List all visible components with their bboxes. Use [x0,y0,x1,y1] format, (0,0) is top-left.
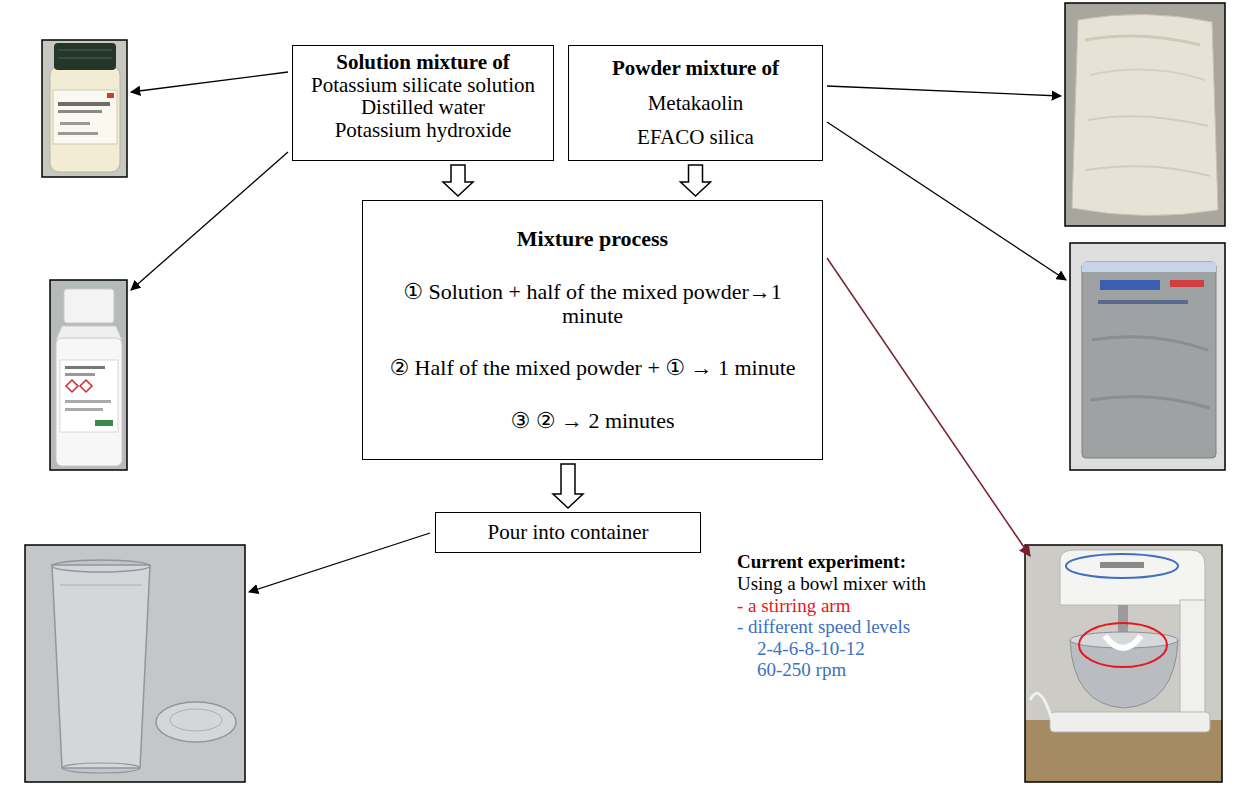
leader-line [131,152,288,290]
note-text: 2-4-6-8-10-12 [757,639,865,660]
box-text: Potassium silicate solution [311,74,535,97]
cup-rim [52,560,150,572]
photo-ground [1025,545,1222,782]
silicate-bottle-photo [42,40,127,177]
photo-frame [1065,3,1225,226]
hazard-pictogram [66,380,78,392]
photo-frame [1025,545,1222,782]
cup-line [60,585,142,586]
highlight-ellipse [1066,554,1178,578]
bottle-label [60,360,118,432]
lid-ring [170,709,222,731]
box-heading: Solution mixture of [336,51,509,74]
photo-ground [1065,3,1225,226]
bottle-body [50,66,120,172]
label-mark [95,420,113,426]
photo-ground [25,545,245,782]
label-line [65,408,103,411]
box-text: Distilled water [361,96,485,119]
photo-ground [50,280,127,470]
leader-line [827,258,1030,556]
powder-bag [1072,14,1218,215]
box-text: ① Solution + half of the mixed powder→1 … [371,280,814,328]
bag-wrinkle [1088,116,1208,126]
label-line [58,132,98,135]
label-line [65,373,95,376]
output-box: Pour into container [435,512,701,553]
hazard-pictogram [80,380,92,392]
mixer-column [1180,600,1205,720]
photo-ground [42,40,127,177]
box-heading: Powder mixture of [612,57,779,80]
leader-line [249,533,430,592]
zip-seal [1082,262,1216,272]
process-box: Mixture process ① Solution + half of the … [362,200,823,460]
power-cord [1030,693,1052,720]
leader-line [131,72,288,92]
container-photo [25,545,245,782]
box-text: ③ ② → 2 minutes [510,409,674,433]
bottle-label [53,90,117,144]
note-heading: Current experiment: [737,552,906,573]
note-text: - different speed levels [737,617,910,638]
plastic-cup [52,565,150,768]
leader-line [827,122,1066,280]
block-arrow [681,165,711,196]
note-text: Using a bowl mixer with [737,574,926,595]
cup-base [62,763,140,773]
note-text: - a stirring arm [737,596,850,617]
bag-wrinkle [1086,166,1210,176]
box-heading: Pour into container [488,521,649,544]
speed-dial [1100,562,1144,568]
box-text: Metakaolin [648,92,744,115]
photo-frame [25,545,245,782]
cup-lid [156,702,236,742]
photo-frame [50,280,127,470]
photo-ground [1070,243,1225,470]
mixer-base [1050,712,1210,732]
box-heading: Mixture process [517,227,668,251]
bottle-cap [64,289,114,323]
label-line [65,366,105,369]
bag-wrinkle [1092,337,1208,350]
bag-wrinkle [1090,396,1210,408]
box-text: ② Half of the mixed powder + ① → 1 minut… [389,356,795,380]
bag-wrinkle [1085,36,1200,45]
cap-ridge [58,49,112,51]
bag-print [1098,300,1188,304]
label-line [60,122,90,125]
highlight-ellipse [1079,623,1167,667]
mixer-shaft [1118,605,1128,635]
metakaolin-bag-photo [1065,3,1225,226]
bag-print [1170,280,1204,287]
bag-print [1100,280,1160,290]
photo-frame [1070,243,1225,470]
note-text: 60-250 rpm [757,660,846,681]
box-text: Potassium hydroxide [335,119,512,142]
leader-line [827,86,1061,96]
label-line [58,102,110,106]
powder-box: Powder mixture of MetakaolinEFACO silica [568,45,823,161]
bowl-mixer-photo [1025,545,1222,782]
bottle-body [56,338,122,466]
bag-wrinkle [1090,70,1205,80]
label-line [58,110,102,113]
bottle-cap [54,43,116,70]
label-line [65,400,111,403]
block-arrow [553,464,583,508]
solution-box: Solution mixture ofPotassium silicate so… [292,45,554,161]
block-arrow [443,165,473,196]
mixer-head [1060,550,1205,605]
label-mark [107,93,114,98]
box-text: EFACO silica [637,126,754,149]
photo-frame [42,40,127,177]
cap-ridge [58,57,112,59]
powder-bag [1082,262,1216,458]
silica-bag-photo [1070,243,1225,470]
stirring-arm [1105,636,1141,648]
hydroxide-bottle-photo [50,280,127,470]
